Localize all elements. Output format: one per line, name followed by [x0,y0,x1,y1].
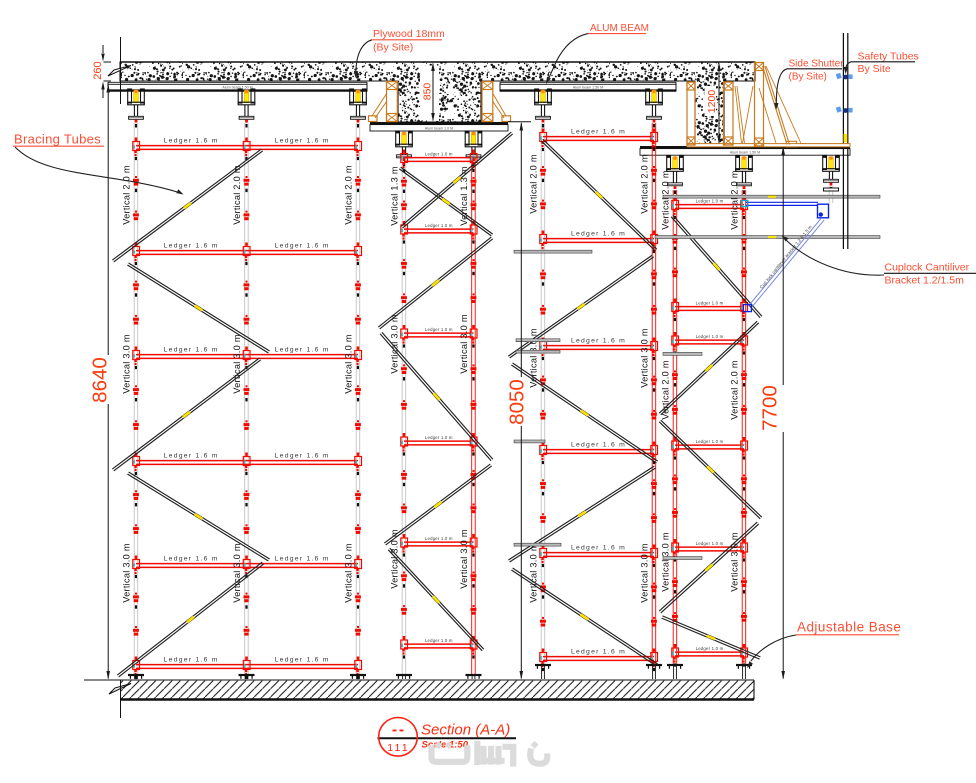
svg-text:Vertical 2.0 m: Vertical 2.0 m [730,360,740,420]
svg-text:Vertical 2.0 m: Vertical 2.0 m [529,154,539,214]
svg-text:Ledger 1.0 m: Ledger 1.0 m [696,439,724,444]
svg-text:Section (A-A): Section (A-A) [421,722,510,739]
svg-text:Ledger 1.6 m: Ledger 1.6 m [164,656,219,663]
svg-text:Vertical 3.0 m: Vertical 3.0 m [390,314,400,374]
svg-text:Vertical 1.3 m: Vertical 1.3 m [459,166,469,226]
svg-text:Adjustable Base: Adjustable Base [797,620,901,635]
svg-text:Vertical 3.0 m: Vertical 3.0 m [459,529,469,589]
svg-text:Ledger 1.6 m: Ledger 1.6 m [571,648,626,655]
svg-text:Vertical 2.0 m: Vertical 2.0 m [122,165,132,225]
svg-text:Vertical 3.0 m: Vertical 3.0 m [661,532,671,592]
svg-text:Ledger 1.0 m: Ledger 1.0 m [425,638,453,643]
svg-text:260: 260 [92,61,104,79]
svg-text:Vertical 2.0 m: Vertical 2.0 m [344,165,354,225]
svg-text:(By Site): (By Site) [373,42,413,54]
svg-text:Ledger 1.0 m: Ledger 1.0 m [425,435,453,440]
svg-text:Ledger 1.0 m: Ledger 1.0 m [425,536,453,541]
svg-text:Bracing Tubes: Bracing Tubes [14,132,101,147]
svg-text:111: 111 [387,742,410,754]
svg-text:Vertical 2.0 m: Vertical 2.0 m [661,170,671,230]
svg-text:Alum beam 1.50 M: Alum beam 1.50 M [573,86,603,90]
svg-text:Ledger 1.0 m: Ledger 1.0 m [425,151,453,156]
svg-text:Vertical 3.0 m: Vertical 3.0 m [529,543,539,603]
svg-text:Cuplock Cantiliver: Cuplock Cantiliver [885,262,970,274]
svg-text:Vertical 3.0 m: Vertical 3.0 m [730,532,740,592]
svg-text:Ledger 1.0 m: Ledger 1.0 m [696,334,724,339]
svg-text:Bracket 1.2/1.5m: Bracket 1.2/1.5m [885,275,965,287]
svg-text:Ledger 1.6 m: Ledger 1.6 m [275,656,330,663]
svg-text:Vertical 2.0 m: Vertical 2.0 m [730,170,740,230]
svg-text:Ledger 1.6 m: Ledger 1.6 m [164,452,219,459]
svg-text:Ledger 1.0 m: Ledger 1.0 m [425,223,453,228]
svg-text:(By Site): (By Site) [789,72,827,83]
svg-text:Vertical 3.0 m: Vertical 3.0 m [529,328,539,388]
svg-text:Vertical 3.0 m: Vertical 3.0 m [640,543,650,603]
svg-text:Ledger 1.6 m: Ledger 1.6 m [275,452,330,459]
svg-text:Vertical 3.0 m: Vertical 3.0 m [232,334,242,394]
svg-text:Vertical 2.0 m: Vertical 2.0 m [661,360,671,420]
svg-text:Alum beam 1.50 M: Alum beam 1.50 M [222,86,252,90]
svg-text:Vertical 2.0 m: Vertical 2.0 m [640,154,650,214]
svg-text:Vertical 3.0 m: Vertical 3.0 m [122,543,132,603]
svg-text:Ledger 1.6 m: Ledger 1.6 m [164,242,219,249]
svg-text:Side Shutter: Side Shutter [789,59,845,70]
svg-text:850: 850 [422,83,434,101]
svg-text:Ledger 1.6 m: Ledger 1.6 m [571,230,626,237]
svg-text:Vertical 2.0 m: Vertical 2.0 m [232,165,242,225]
svg-text:Alum beam 1.50 M: Alum beam 1.50 M [730,151,760,155]
svg-text:Vertical 3.0 m: Vertical 3.0 m [390,529,400,589]
svg-text:Ledger 1.6 m: Ledger 1.6 m [571,128,626,135]
svg-text:Ledger 1.6 m: Ledger 1.6 m [164,555,219,562]
svg-text:ALUM BEAM: ALUM BEAM [590,23,649,34]
svg-text:Plywood 18mm: Plywood 18mm [373,28,445,40]
svg-text:Ledger 1.6 m: Ledger 1.6 m [164,346,219,353]
svg-text:Ledger 1.6 m: Ledger 1.6 m [164,137,219,144]
svg-text:Vertical 3.0 m: Vertical 3.0 m [344,334,354,394]
svg-text:8050: 8050 [505,379,528,425]
svg-text:8640: 8640 [88,357,111,403]
svg-text:Ledger 1.6 m: Ledger 1.6 m [571,337,626,344]
svg-text:Ledger 1.0 m: Ledger 1.0 m [696,198,724,203]
svg-text:Vertical 3.0 m: Vertical 3.0 m [232,543,242,603]
svg-text:Ledger 1.0 m: Ledger 1.0 m [425,327,453,332]
svg-text:Ledger 1.0 m: Ledger 1.0 m [696,646,724,651]
svg-text:Vertical 1.3 m: Vertical 1.3 m [390,166,400,226]
svg-text:Ledger 1.6 m: Ledger 1.6 m [571,441,626,448]
svg-text:Vertical 3.0 m: Vertical 3.0 m [459,314,469,374]
svg-text:Ledger 1.6 m: Ledger 1.6 m [275,346,330,353]
svg-text:1200: 1200 [706,90,718,114]
svg-text:Ledger 1.0 m: Ledger 1.0 m [696,541,724,546]
svg-text:Ledger 1.6 m: Ledger 1.6 m [275,242,330,249]
svg-text:Vertical 3.0 m: Vertical 3.0 m [640,328,650,388]
svg-text:Ledger 1.6 m: Ledger 1.6 m [275,555,330,562]
svg-text:Vertical 3.0 m: Vertical 3.0 m [122,334,132,394]
svg-text:Ledger 1.6 m: Ledger 1.6 m [571,544,626,551]
svg-text:Ledger 1.6 m: Ledger 1.6 m [275,137,330,144]
svg-text:Ledger 1.0 m: Ledger 1.0 m [696,300,724,305]
svg-text:By Site: By Site [858,63,891,75]
svg-text:7700: 7700 [759,385,782,431]
svg-text:Vertical 3.0 m: Vertical 3.0 m [344,543,354,603]
svg-text:Safety Tubes: Safety Tubes [858,51,919,63]
svg-text:Alum beam 1.0 M: Alum beam 1.0 M [425,126,453,130]
